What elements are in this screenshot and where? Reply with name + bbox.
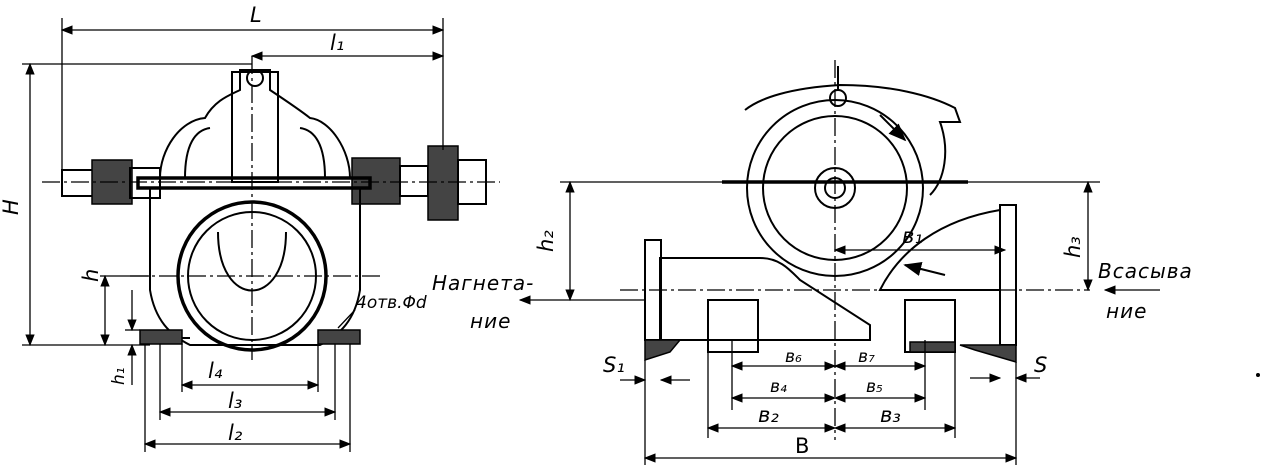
label-b4: в₄ [770, 377, 787, 397]
label-h3: h₃ [1061, 236, 1085, 258]
label-b5: в₅ [866, 377, 883, 397]
label-H: H [0, 199, 23, 215]
label-b2: в₂ [758, 403, 779, 427]
split-flange [136, 176, 372, 190]
label-S: S [1034, 353, 1047, 377]
label-l2: l₂ [228, 421, 243, 445]
foot-right [317, 329, 361, 345]
label-b1: в₁ [902, 224, 923, 248]
label-l1: l₁ [330, 31, 344, 55]
coupling [427, 145, 459, 221]
label-h1: h₁ [109, 367, 129, 385]
front-view [22, 18, 500, 452]
volute-top [744, 83, 962, 196]
foot-left [707, 299, 759, 353]
label-l4: l₄ [208, 359, 223, 383]
discharge-nozzle [659, 257, 871, 341]
label-S1: S₁ [603, 353, 625, 377]
label-l3: l₃ [228, 389, 242, 413]
label-holes: 4отв.Φd [356, 293, 427, 313]
label-discharge-1: Нагнета- [432, 271, 534, 295]
foot-left [139, 329, 183, 345]
label-suction-2: ние [1106, 299, 1147, 323]
label-L: L [250, 3, 262, 27]
side-view [518, 60, 1160, 465]
label-b3: в₃ [880, 403, 901, 427]
lower-casing [149, 188, 361, 346]
label-B: B [795, 434, 809, 458]
label-b7: в₇ [858, 347, 875, 367]
label-b6: в₆ [785, 347, 802, 367]
bearing-left [91, 159, 133, 205]
label-h: h [79, 269, 103, 282]
label-discharge-2: ние [470, 309, 511, 333]
label-h2: h₂ [534, 230, 558, 252]
label-suction-1: Всасыва [1098, 259, 1193, 283]
